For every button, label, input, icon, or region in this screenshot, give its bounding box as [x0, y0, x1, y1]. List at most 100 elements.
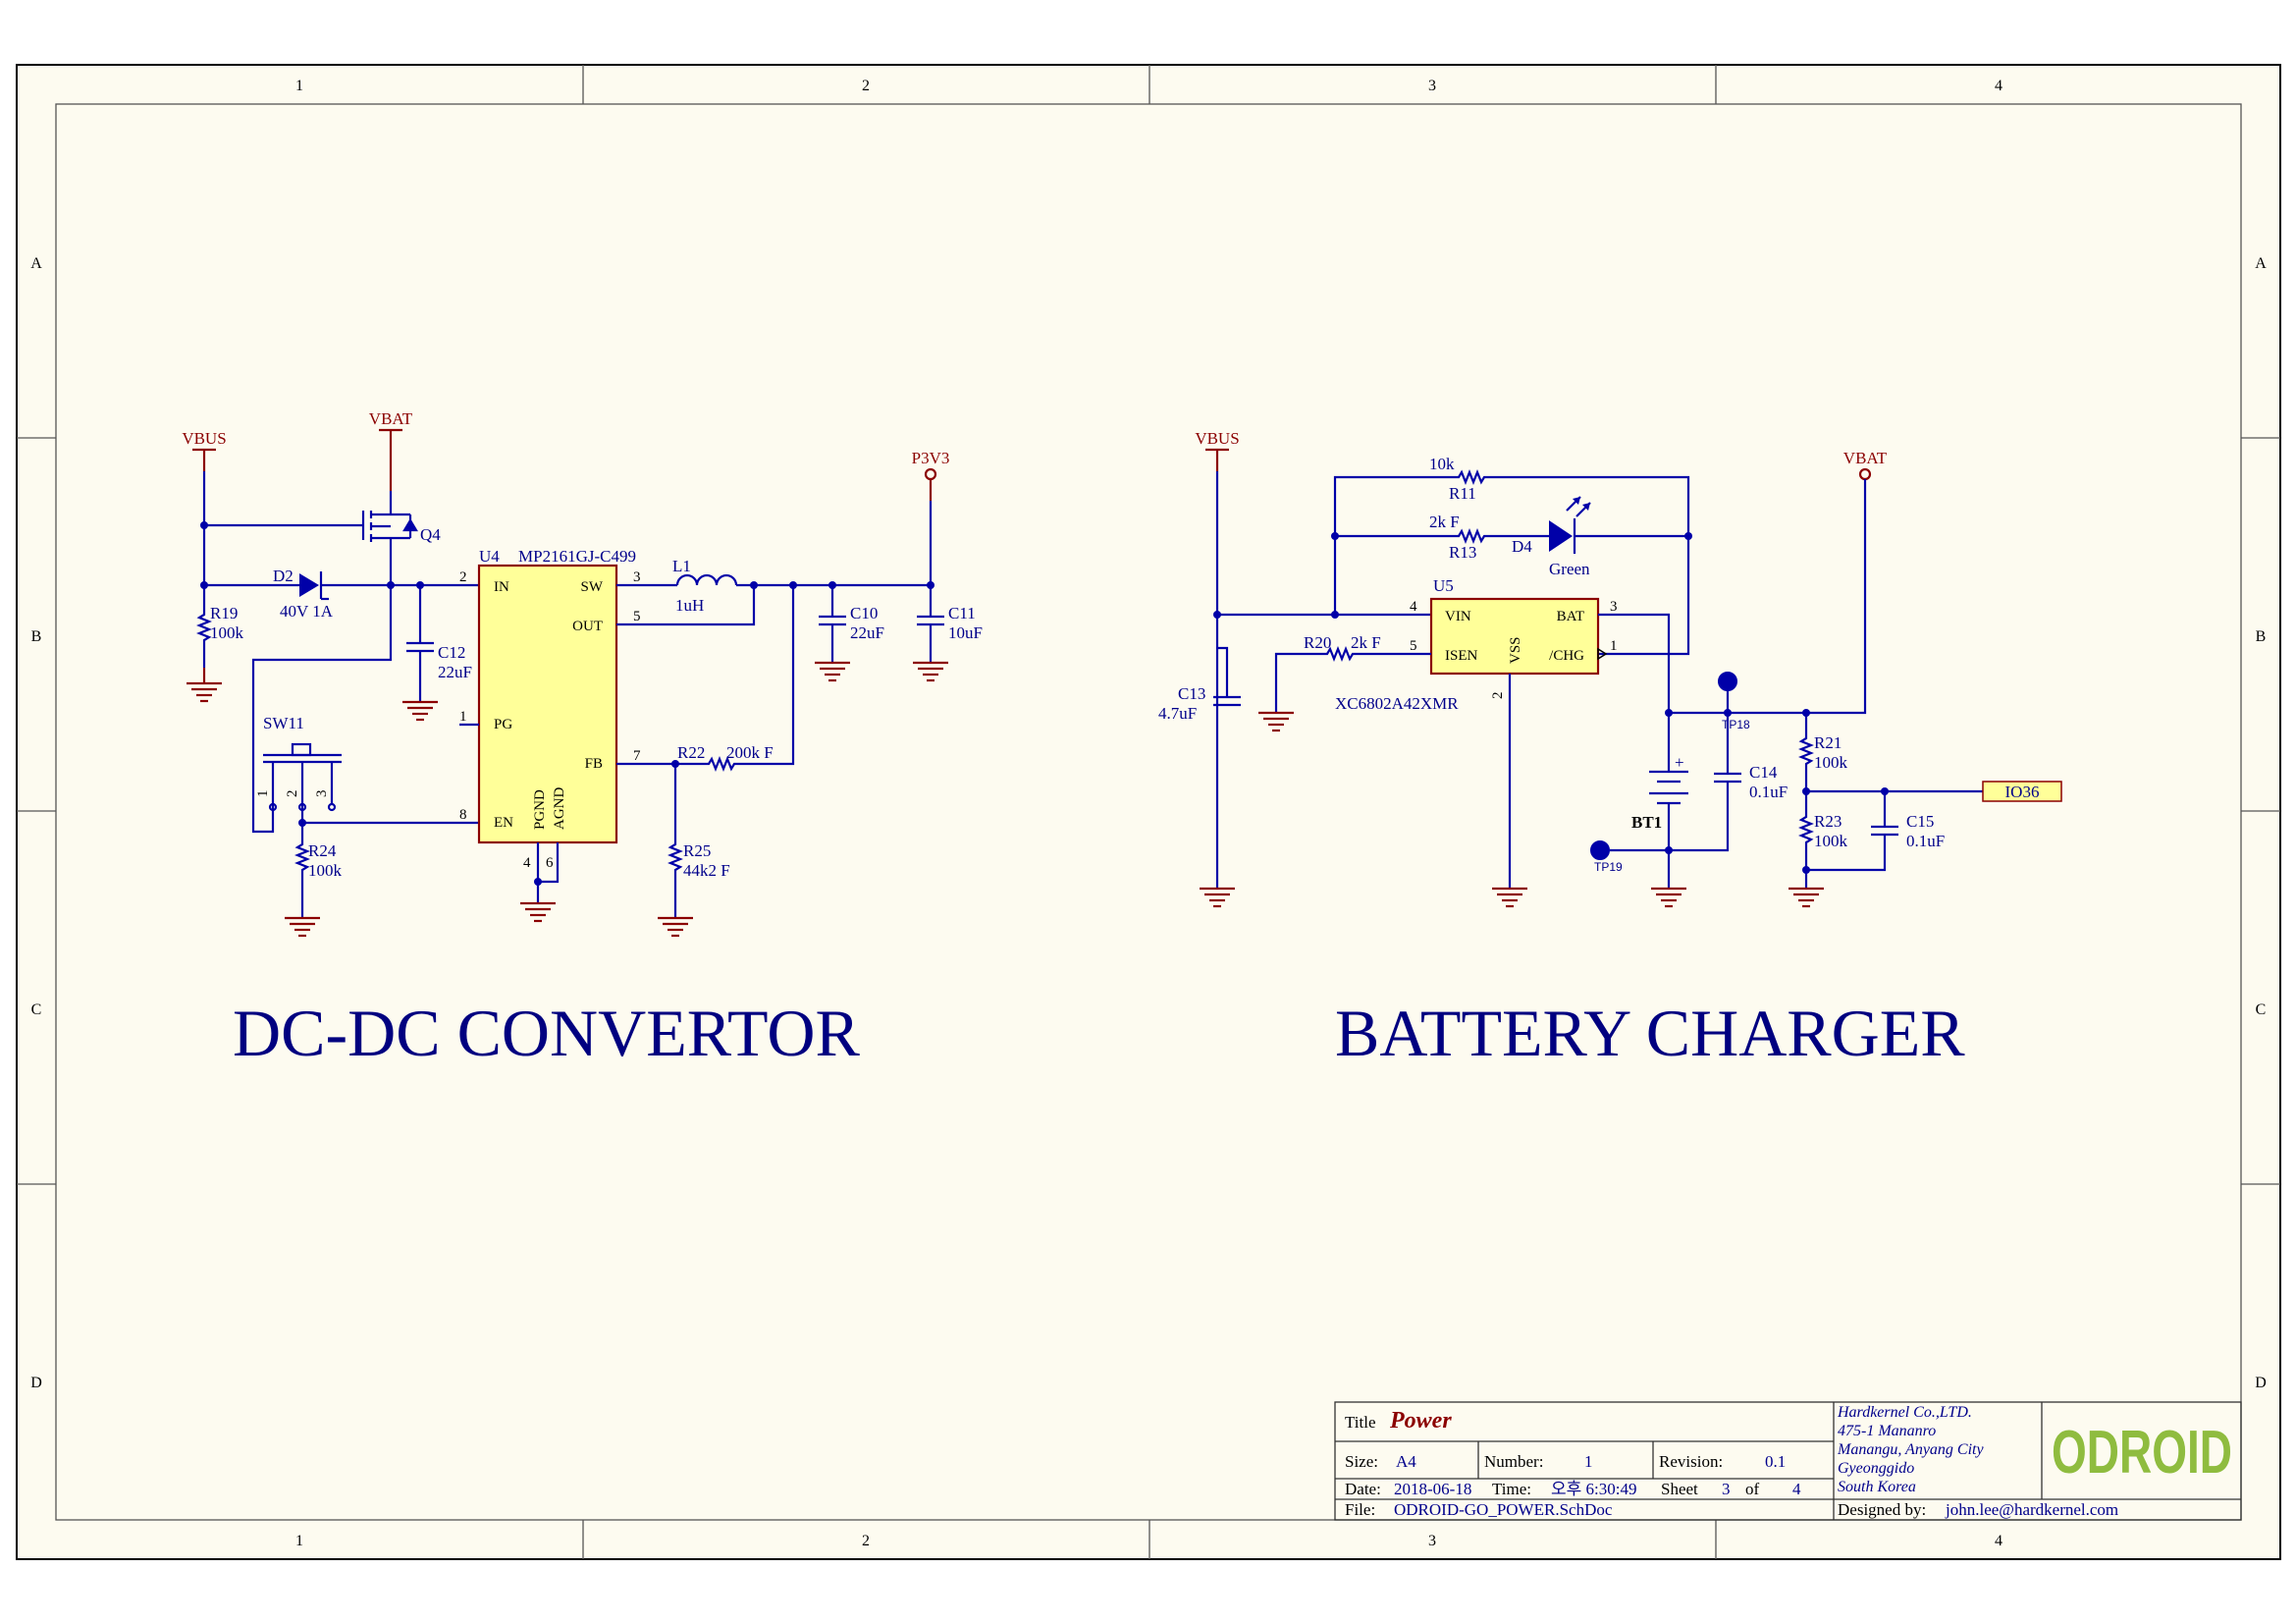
- u4-pinnum-agnd: 6: [546, 855, 554, 871]
- r23-resistor: [1798, 791, 1814, 889]
- u4-pinnum-sw: 3: [633, 569, 641, 585]
- revision-value: 0.1: [1765, 1452, 1786, 1471]
- r20-value: 2k F: [1351, 633, 1381, 652]
- gnd-u5: [1492, 887, 1527, 908]
- title-block: [1334, 1401, 2242, 1521]
- u5-pinnum-bat: 3: [1610, 599, 1618, 615]
- gnd-c10: [815, 661, 850, 682]
- tp19-test-point: [1590, 840, 1610, 860]
- d4-value: Green: [1549, 560, 1590, 578]
- d2-value: 40V 1A: [280, 602, 334, 621]
- number-value: 1: [1584, 1452, 1593, 1471]
- bt1-plus: +: [1675, 753, 1684, 772]
- u4-pin-agnd: AGND: [552, 787, 567, 830]
- r13-ref: R13: [1449, 543, 1476, 562]
- c11-ref: C11: [948, 604, 976, 622]
- zone-row-left-b: B: [31, 628, 42, 645]
- tp18-test-point: [1718, 672, 1737, 691]
- gnd-r20: [1258, 711, 1294, 732]
- section-title-dcdc: DC-DC CONVERTOR: [233, 996, 860, 1070]
- drawing-area-border: [55, 103, 2242, 1521]
- company-line-3: Manangu, Anyang City: [1837, 1441, 1984, 1458]
- r23-ref: R23: [1814, 812, 1842, 831]
- company-line-2: 475-1 Mananro: [1838, 1423, 1936, 1439]
- wire-bat: [1598, 613, 1671, 772]
- r13-resistor: [1455, 528, 1549, 544]
- d4-led: [1549, 520, 1573, 552]
- u4-pinnum-en: 8: [459, 807, 467, 823]
- sw11-pin-2: 2: [285, 790, 300, 798]
- designer-value: john.lee@hardkernel.com: [1945, 1500, 2118, 1519]
- of-label: of: [1745, 1480, 1760, 1498]
- u4-pin-out: OUT: [572, 619, 603, 634]
- c11-value: 10uF: [948, 623, 983, 642]
- u4-ref: U4: [479, 547, 500, 566]
- time-label: Time:: [1492, 1480, 1531, 1498]
- u5-chg-open-drain-mark: [1597, 647, 1608, 661]
- r21-resistor: [1798, 713, 1814, 791]
- dcdc-circuit: VBUS VBAT Q4 D2 40V 1A: [182, 409, 983, 938]
- zone-row-right-a: A: [2255, 255, 2267, 272]
- zone-col-bottom-4: 4: [1995, 1533, 2002, 1549]
- bt1-ref: BT1: [1631, 813, 1662, 832]
- date-value: 2018-06-18: [1394, 1480, 1471, 1498]
- size-label: Size:: [1345, 1452, 1378, 1471]
- u5-pinnum-vss: 2: [1490, 692, 1506, 700]
- u4-part: MP2161GJ-C499: [518, 547, 636, 566]
- junction: [1684, 532, 1692, 540]
- c12-value: 22uF: [438, 663, 472, 681]
- sheet-label: Sheet: [1661, 1480, 1698, 1498]
- date-label: Date:: [1345, 1480, 1381, 1498]
- sw11-pin-1: 1: [255, 790, 271, 798]
- u5-pinnum-vin: 4: [1410, 599, 1417, 615]
- zone-col-top-4: 4: [1995, 78, 2002, 94]
- wire-vbat-right: [1806, 479, 1867, 715]
- time-value: 오후 6:30:49: [1551, 1480, 1636, 1498]
- l1-ref: L1: [672, 557, 691, 575]
- r20-resistor: [1323, 646, 1431, 662]
- p3v3-label: P3V3: [912, 449, 950, 467]
- junction: [200, 521, 208, 529]
- junction: [1802, 866, 1810, 874]
- zone-col-top-1: 1: [295, 78, 303, 94]
- c15-value: 0.1uF: [1906, 832, 1945, 850]
- junction: [1665, 709, 1673, 717]
- r22-value: 200k F: [726, 743, 774, 762]
- zone-row-right-b: B: [2256, 628, 2267, 645]
- r22-ref: R22: [677, 743, 705, 762]
- company-line-1: Hardkernel Co.,LTD.: [1837, 1404, 1972, 1421]
- sw11-pin-3: 3: [314, 790, 330, 798]
- u5-ref: U5: [1433, 576, 1454, 595]
- u4-pin-pgnd: PGND: [532, 789, 548, 830]
- junction: [1665, 846, 1673, 854]
- gnd-u4: [520, 901, 556, 923]
- zone-col-bottom-1: 1: [295, 1533, 303, 1549]
- r24-resistor: [294, 823, 310, 918]
- u4-pinnum-out: 5: [633, 609, 641, 624]
- vbat-label-left: VBAT: [369, 409, 413, 428]
- wire-r11-left: [1333, 475, 1455, 615]
- zone-dividers: [17, 65, 2280, 1559]
- junction: [534, 878, 542, 886]
- gnd-c11: [913, 661, 948, 682]
- r13-value: 2k F: [1429, 513, 1460, 531]
- u4-pinnum-pgnd: 4: [523, 855, 531, 871]
- charger-circuit: VBUS C13 4.7uF 10k R11 2k F R13 D4: [1158, 429, 2062, 908]
- sw11-switch: [263, 742, 342, 823]
- title-label: Title: [1345, 1413, 1376, 1432]
- c10-value: 22uF: [850, 623, 884, 642]
- company-line-4: Gyeonggido: [1838, 1460, 1914, 1477]
- u5-pin-vin: VIN: [1445, 609, 1471, 624]
- r19-resistor: [196, 609, 212, 668]
- size-value: A4: [1396, 1452, 1416, 1471]
- r20-ref: R20: [1304, 633, 1331, 652]
- u5-pin-isen: ISEN: [1445, 648, 1478, 664]
- sw11-ref: SW11: [263, 714, 304, 732]
- revision-label: Revision:: [1659, 1452, 1723, 1471]
- d2-ref: D2: [273, 567, 294, 585]
- d4-ref: D4: [1512, 537, 1532, 556]
- zone-row-left-a: A: [30, 255, 42, 272]
- r25-ref: R25: [683, 841, 711, 860]
- u4-pinnum-in: 2: [459, 569, 467, 585]
- u4-ic-body: [477, 564, 618, 844]
